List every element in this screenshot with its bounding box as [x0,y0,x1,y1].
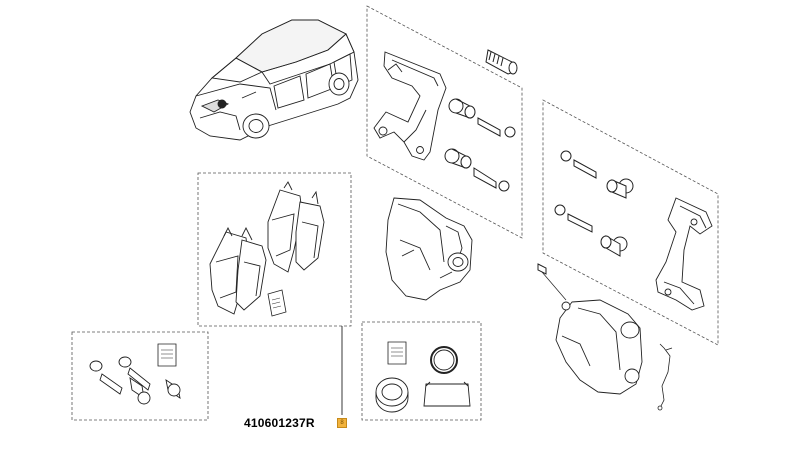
instruction-card-seals [387,341,407,365]
brake-caliper-front [385,197,473,301]
brake-caliper-rear [555,299,643,395]
brake-pads-box [197,172,352,327]
guide-pin-set-rear [554,150,634,257]
bracket-bolt [485,49,518,75]
guide-pin-kit [89,356,181,405]
instruction-card-pads [267,289,287,317]
rear-bracket-kit-box [542,99,719,346]
part-marker-badge[interactable]: 8 [337,418,347,428]
car-illustration [189,19,359,141]
brake-pads [209,181,325,315]
bleed-screw [537,263,567,301]
bracket-kit-box [366,5,523,239]
caliper-bracket-rear [655,197,713,311]
wear-sensor-cable [657,343,673,411]
seal-kit-box [361,321,482,421]
instruction-card-pins [157,343,177,367]
part-number-label: 410601237R [244,416,315,430]
caliper-bracket-front [373,51,447,161]
seal-kit [375,346,471,413]
pin-kit-box [71,331,209,421]
guide-pin-set-front [444,98,516,192]
group-boxes [71,5,719,421]
